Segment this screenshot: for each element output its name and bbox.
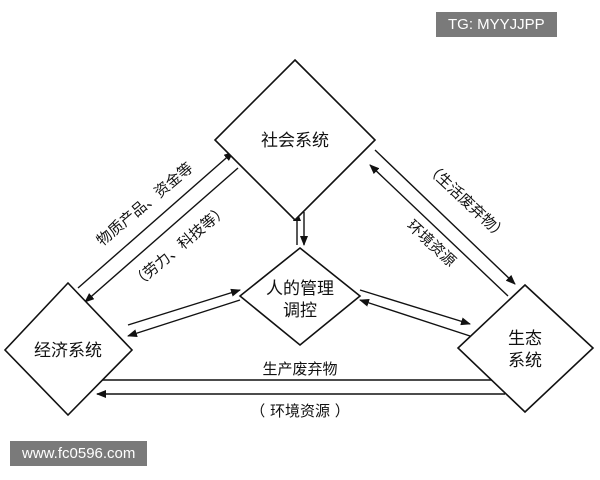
label-eco-to-econ: （ 环境资源 ）	[250, 402, 350, 420]
arrow-econ-to-social	[77, 151, 234, 289]
arrow-econ-to-human	[127, 288, 241, 326]
node-ecological-shape	[456, 283, 595, 414]
arrow-social-to-econ	[84, 167, 239, 303]
node-ecological: 生态 系统	[456, 283, 595, 414]
node-social-label: 社会系统	[261, 131, 329, 151]
label-social-to-eco: （生活废弃物）	[422, 159, 511, 244]
watermark-bottom: www.fc0596.com	[10, 441, 148, 466]
node-economic-label: 经济系统	[34, 341, 102, 361]
node-social-shape	[213, 58, 377, 222]
arrow-human-to-eco	[359, 289, 471, 326]
label-econ-to-eco: 生产废弃物	[262, 360, 337, 378]
label-eco-to-social: 环境资源	[403, 216, 459, 270]
node-human-shape	[238, 246, 362, 347]
arrow-human-to-econ	[127, 299, 241, 338]
node-human-label-line2: 调控	[283, 301, 317, 321]
watermark-top: TG: MYYJJPP	[436, 12, 557, 37]
node-human-label-line1: 人的管理	[266, 279, 334, 299]
node-economic-shape	[3, 281, 134, 417]
arrows	[77, 149, 516, 398]
node-economic: 经济系统	[3, 281, 134, 417]
node-social: 社会系统	[213, 58, 377, 222]
arrow-eco-to-social	[369, 164, 509, 297]
arrow-eco-to-human	[359, 298, 471, 337]
node-human-management: 人的管理 调控	[238, 246, 362, 347]
node-ecological-label-line2: 系统	[508, 351, 542, 371]
node-ecological-label-line1: 生态	[508, 329, 542, 349]
arrow-social-to-eco	[374, 149, 516, 285]
